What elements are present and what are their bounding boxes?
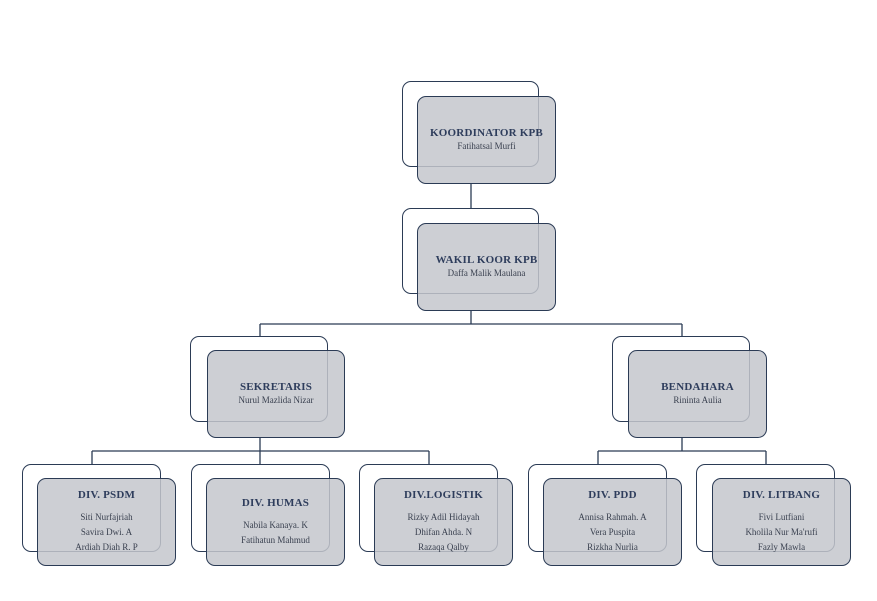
node-sekretaris-card: SEKRETARIS Nurul Mazlida Nizar bbox=[207, 350, 345, 438]
node-div-psdm-member-3: Ardiah Diah R. P bbox=[75, 542, 138, 552]
node-div-psdm-member-1: Siti Nurfajriah bbox=[80, 512, 133, 522]
node-div-humas-title: DIV. HUMAS bbox=[241, 496, 310, 509]
node-div-humas-card: DIV. HUMAS Nabila Kanaya. K Fatihatun Ma… bbox=[206, 478, 345, 566]
node-koordinator-title: KOORDINATOR KPB bbox=[430, 126, 543, 139]
node-div-logistik-card: DIV.LOGISTIK Rizky Adil Hidayah Dhifan A… bbox=[374, 478, 513, 566]
node-div-litbang-card: DIV. LITBANG Fivi Lutfiani Kholila Nur M… bbox=[712, 478, 851, 566]
node-wakil-member: Daffa Malik Maulana bbox=[447, 267, 526, 278]
node-div-pdd-member-3: Rizkha Nurlia bbox=[587, 542, 638, 552]
node-div-psdm-title: DIV. PSDM bbox=[77, 489, 136, 501]
node-wakil-title: WAKIL KOOR KPB bbox=[435, 253, 538, 266]
node-wakil-card: WAKIL KOOR KPB Daffa Malik Maulana bbox=[417, 223, 556, 311]
node-bendahara-member: Rininta Aulia bbox=[673, 394, 722, 405]
node-koordinator-card: KOORDINATOR KPB Fatihatsal Murfi bbox=[417, 96, 556, 184]
node-div-logistik-member-1: Rizky Adil Hidayah bbox=[407, 512, 480, 522]
node-div-pdd-member-2: Vera Puspita bbox=[589, 527, 636, 537]
node-sekretaris-member: Nurul Mazlida Nizar bbox=[238, 394, 314, 405]
node-div-litbang-title: DIV. LITBANG bbox=[742, 489, 821, 501]
node-div-litbang-member-2: Kholila Nur Ma'rufi bbox=[745, 527, 818, 537]
node-div-pdd-card: DIV. PDD Annisa Rahmah. A Vera Puspita R… bbox=[543, 478, 682, 566]
node-div-litbang-member-1: Fivi Lutfiani bbox=[758, 512, 805, 522]
node-div-pdd-title: DIV. PDD bbox=[588, 489, 637, 501]
node-bendahara-title: BENDAHARA bbox=[661, 380, 734, 393]
node-div-psdm-member-2: Savira Dwi. A bbox=[80, 527, 133, 537]
node-sekretaris-title: SEKRETARIS bbox=[239, 380, 313, 393]
node-div-logistik-member-3: Razaqa Qalby bbox=[418, 542, 469, 552]
node-div-logistik-title: DIV.LOGISTIK bbox=[404, 489, 483, 501]
node-div-pdd-member-1: Annisa Rahmah. A bbox=[578, 512, 647, 522]
node-div-litbang-member-3: Fazly Mawla bbox=[757, 542, 806, 552]
node-bendahara-card: BENDAHARA Rininta Aulia bbox=[628, 350, 767, 438]
node-div-humas-member-2: Fatihatun Mahmud bbox=[241, 534, 310, 545]
node-div-logistik-member-2: Dhifan Ahda. N bbox=[414, 527, 473, 537]
node-koordinator-member: Fatihatsal Murfi bbox=[457, 140, 516, 151]
node-div-humas-member-1: Nabila Kanaya. K bbox=[243, 519, 308, 530]
node-div-psdm-card: DIV. PSDM Siti Nurfajriah Savira Dwi. A … bbox=[37, 478, 176, 566]
